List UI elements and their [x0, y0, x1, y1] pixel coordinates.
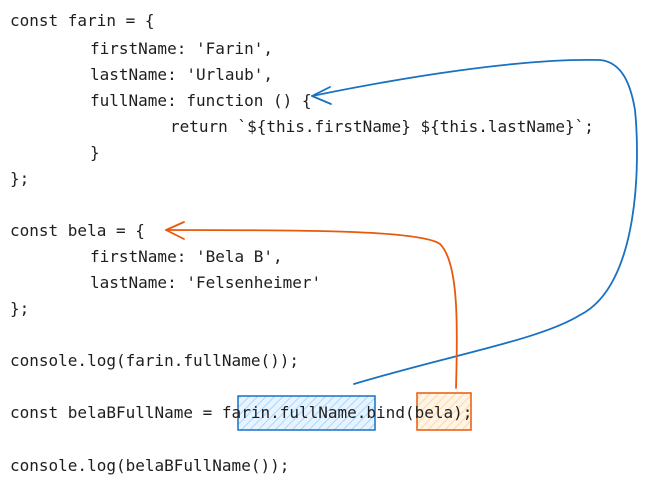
code-line-farin-firstname: firstName: 'Farin', — [90, 39, 274, 58]
code-line-bela-open: const bela = { — [10, 221, 145, 240]
code-line-farin-close: }; — [10, 169, 30, 188]
code-line-log-farin: console.log(farin.fullName()); — [10, 351, 299, 370]
code-line-bela-lastname: lastName: 'Felsenheimer' — [90, 273, 322, 292]
code-line-farin-inner-close: } — [90, 143, 100, 162]
highlight-box-bela-arg — [416, 392, 472, 431]
code-line-farin-fullname: fullName: function () { — [90, 91, 312, 110]
bind-prefix: const belaBFullName = — [10, 403, 222, 422]
code-line-farin-lastname: lastName: 'Urlaub', — [90, 65, 274, 84]
code-line-bela-firstname: firstName: 'Bela B', — [90, 247, 283, 266]
bind-open-paren: ( — [404, 403, 415, 422]
bind-argument: bela — [414, 403, 454, 422]
bind-call: .bind — [356, 403, 405, 422]
code-line-farin-return: return `${this.firstName} ${this.lastNam… — [170, 117, 594, 136]
code-line-log-bela: console.log(belaBFullName()); — [10, 456, 290, 475]
code-line-farin-open: const farin = { — [10, 11, 155, 30]
arrow-orange-head — [165, 221, 185, 240]
arrow-orange-to-bela — [165, 229, 458, 389]
code-line-bind: const belaBFullName = farin.fullName.bin… — [10, 403, 472, 423]
code-line-bela-close: }; — [10, 299, 30, 318]
bind-close: ); — [453, 403, 473, 422]
bind-fn-reference: farin.fullName — [221, 403, 357, 422]
arrow-blue-to-fullname — [311, 58, 638, 385]
arrow-blue-head — [311, 86, 332, 105]
highlight-box-farin-fullname — [237, 395, 376, 431]
